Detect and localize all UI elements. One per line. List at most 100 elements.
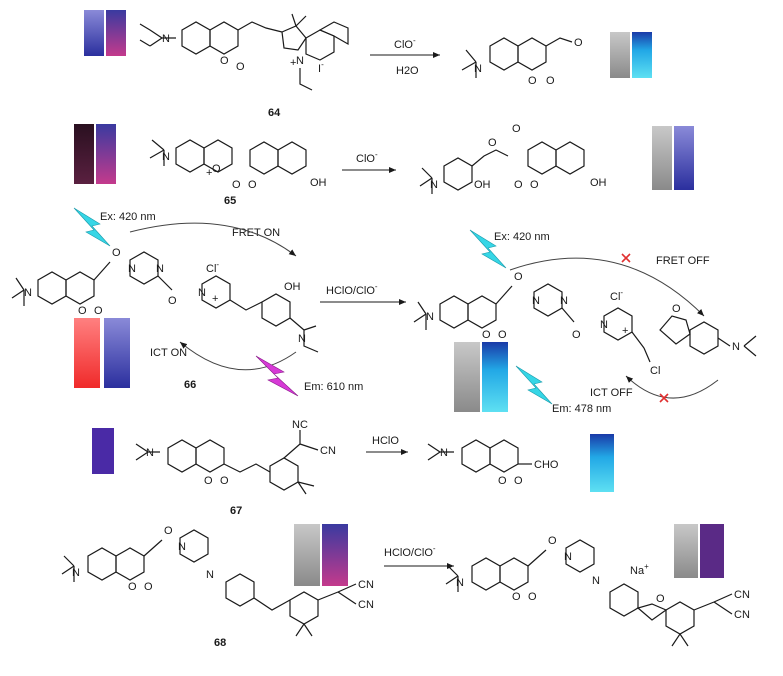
svg-text:O: O xyxy=(514,271,523,283)
svg-text:O: O xyxy=(548,535,557,547)
svg-text:O: O xyxy=(672,303,681,315)
svg-text:O: O xyxy=(514,475,523,487)
ict-on-curve xyxy=(179,341,297,371)
lightning-bolt-icon xyxy=(515,365,553,405)
svg-text:N: N xyxy=(156,263,164,275)
svg-text:N: N xyxy=(198,287,206,299)
cho-67: CHO xyxy=(534,459,559,471)
vial-dark xyxy=(74,124,94,184)
vial-pale xyxy=(610,32,630,78)
svg-text:+: + xyxy=(212,293,218,305)
molecule-65: N + O O O OH 65 xyxy=(149,139,327,207)
cn-67-b: CN xyxy=(320,445,336,457)
reagent-64-top: ClO- xyxy=(394,36,416,51)
vial-red xyxy=(74,318,100,388)
svg-text:O: O xyxy=(512,591,521,603)
vial-cyan xyxy=(632,32,652,78)
compound-label-64: 64 xyxy=(268,107,281,119)
product-67: N CHO O O xyxy=(427,439,559,487)
svg-text:O: O xyxy=(248,179,257,191)
cation-68: Na+ xyxy=(630,562,649,577)
vial-pair-68-start xyxy=(294,524,348,586)
molecule-66: N O O O N N O Cl- N + OH N 66 xyxy=(11,247,319,391)
svg-text:O: O xyxy=(128,581,137,593)
molecule-68: N O O O N N CN CN 68 xyxy=(61,525,374,649)
svg-text:N: N xyxy=(296,55,304,67)
reagent-68: HClO/ClO- xyxy=(384,544,436,559)
svg-text:N: N xyxy=(178,541,186,553)
svg-text:O: O xyxy=(212,163,221,175)
ict-on: ICT ON xyxy=(150,347,187,359)
ex-left: Ex: 420 nm xyxy=(100,211,156,223)
reagent-65: ClO- xyxy=(356,150,378,165)
cn-68-a: CN xyxy=(358,579,374,591)
cn-68-product-a: CN xyxy=(734,589,750,601)
svg-text:N: N xyxy=(564,551,572,563)
svg-text:O: O xyxy=(482,329,491,341)
vial-cyan xyxy=(590,434,614,492)
compound-label-65: 65 xyxy=(224,195,236,207)
svg-text:O: O xyxy=(204,475,213,487)
scheme-3: Ex: 420 nm FRET ON N O O O N N O Cl- N +… xyxy=(11,207,757,415)
svg-text:O: O xyxy=(164,525,173,537)
reagent-67: HClO xyxy=(372,435,399,447)
svg-text:O: O xyxy=(656,593,665,605)
ict-off: ICT OFF xyxy=(590,387,633,399)
vial-pair-68-end xyxy=(674,524,724,578)
vial-pink xyxy=(322,524,348,586)
svg-text:+: + xyxy=(622,325,628,337)
molecule-67: N O O NC CN 67 xyxy=(135,419,336,517)
fret-off: FRET OFF xyxy=(656,255,710,267)
counterion-66-product: Cl- xyxy=(610,288,623,303)
vial-pair-66-product xyxy=(454,342,508,412)
vial-pale xyxy=(294,524,320,586)
svg-text:O: O xyxy=(498,475,507,487)
em-right: Em: 478 nm xyxy=(552,403,611,415)
svg-text:N: N xyxy=(560,295,568,307)
svg-text:O: O xyxy=(220,475,229,487)
vial-pale xyxy=(674,524,698,578)
lightning-bolt-icon xyxy=(73,207,111,247)
vial-violet xyxy=(104,318,130,388)
vial-pink xyxy=(106,10,126,56)
cn-67-a: NC xyxy=(292,419,308,431)
svg-text:N: N xyxy=(456,577,464,589)
cl-atom: Cl xyxy=(650,365,660,377)
em-left: Em: 610 nm xyxy=(304,381,363,393)
scheme-5: N O O O N N CN CN 68 HClO/ClO- N xyxy=(61,524,750,649)
vial-pair-64-end xyxy=(610,32,652,78)
reagent-64-bottom: H2O xyxy=(396,65,419,77)
counterion-66: Cl- xyxy=(206,260,219,275)
svg-text:O: O xyxy=(488,137,497,149)
svg-text:N: N xyxy=(474,63,482,75)
vial-cyan xyxy=(482,342,508,412)
product-66: N O O O N N O Cl- N + Cl O N xyxy=(413,271,757,377)
product-64: N O O O xyxy=(461,37,583,87)
ex-right: Ex: 420 nm xyxy=(494,231,550,243)
svg-text:O: O xyxy=(514,179,523,191)
svg-text:O: O xyxy=(498,329,507,341)
svg-text:O: O xyxy=(94,305,103,317)
vial-pair-65-end xyxy=(652,126,694,190)
svg-text:O: O xyxy=(530,179,539,191)
ict-off-curve xyxy=(625,375,719,399)
svg-text:N: N xyxy=(162,33,170,45)
svg-text:OH: OH xyxy=(474,179,491,191)
svg-text:N: N xyxy=(732,341,740,353)
compound-label-67: 67 xyxy=(230,505,242,517)
oh-65: OH xyxy=(310,177,327,189)
vial-pair-65-start xyxy=(74,124,116,184)
svg-text:N: N xyxy=(24,287,32,299)
product-65: N OH O O O O OH xyxy=(419,123,607,194)
svg-text:N: N xyxy=(426,311,434,323)
vial-violet xyxy=(92,428,114,474)
svg-text:O: O xyxy=(528,75,537,87)
svg-text:O: O xyxy=(144,581,153,593)
cn-68-b: CN xyxy=(358,599,374,611)
svg-text:N: N xyxy=(430,179,438,191)
lightning-bolt-icon xyxy=(255,355,299,397)
vial-dark-pink xyxy=(96,124,116,184)
svg-text:O: O xyxy=(78,305,87,317)
vial-violet xyxy=(700,524,724,578)
